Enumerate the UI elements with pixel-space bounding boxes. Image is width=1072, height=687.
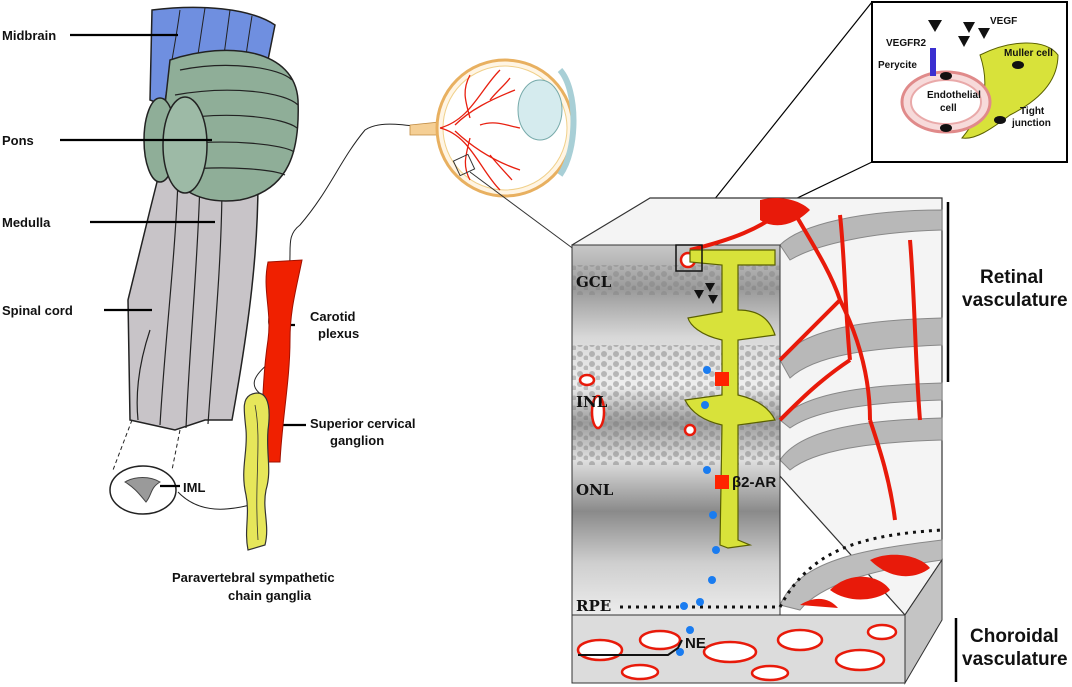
label-medulla: Medulla	[2, 215, 51, 230]
label-retinal-1: Retinal	[980, 267, 1043, 288]
carotid-plexus-shape	[261, 259, 303, 463]
spinal-cord-shape	[127, 169, 259, 431]
label-scg-1: Superior cervical	[310, 416, 416, 431]
label-chain-2: chain ganglia	[228, 588, 312, 603]
label-retinal-2: vasculature	[962, 290, 1068, 311]
retina-block	[571, 197, 943, 685]
label-scg-2: ganglion	[330, 433, 384, 448]
label-endo-1: Endothelial	[927, 90, 981, 101]
label-rpe: RPE	[576, 597, 611, 615]
label-perycite: Perycite	[878, 60, 917, 71]
label-choroidal-1: Choroidal	[970, 626, 1059, 647]
label-ne: NE	[685, 635, 706, 652]
label-choroidal-2: vasculature	[962, 649, 1068, 670]
label-spinal-cord: Spinal cord	[2, 303, 73, 318]
label-gcl: GCL	[576, 273, 612, 291]
label-tight-1: Tight	[1020, 106, 1045, 117]
label-carotid-1: Carotid	[310, 309, 356, 324]
label-b2ar: β2-AR	[732, 474, 776, 491]
label-chain-1: Paravertebral sympathetic	[172, 570, 335, 585]
label-vegfr2: VEGFR2	[886, 38, 926, 49]
label-tight-2: junction	[1011, 118, 1051, 129]
label-inl: INL	[576, 393, 608, 411]
inset-panel	[677, 1, 1068, 246]
label-onl: ONL	[576, 481, 614, 499]
eye-illustration	[409, 58, 577, 251]
sympathetic-chain	[177, 123, 431, 551]
muller-cell-shape	[684, 249, 776, 549]
label-vegf: VEGF	[990, 16, 1017, 27]
chain-ganglia-shape	[243, 392, 270, 551]
label-iml: IML	[183, 480, 205, 495]
label-pons: Pons	[2, 133, 34, 148]
label-midbrain: Midbrain	[2, 28, 56, 43]
label-endo-2: cell	[940, 103, 957, 114]
label-carotid-2: plexus	[318, 326, 359, 341]
label-muller: Muller cell	[1004, 48, 1053, 59]
left-label-lines	[60, 33, 306, 488]
